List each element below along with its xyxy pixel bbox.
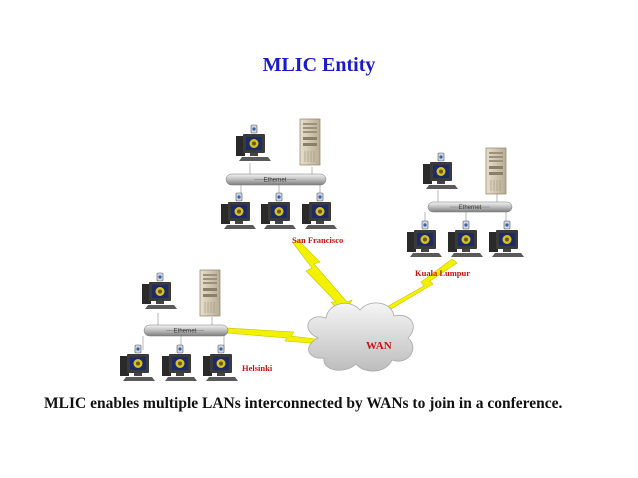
workstation-icon bbox=[260, 192, 297, 230]
city-label-san-francisco: San Francisco bbox=[292, 235, 343, 245]
lan-helsinki: Ethernet Helsinki bbox=[119, 269, 273, 382]
workstation-icon bbox=[235, 124, 272, 162]
workstation-icon bbox=[488, 220, 525, 258]
wan-cloud: WAN bbox=[307, 302, 414, 372]
wan-label: WAN bbox=[366, 340, 392, 352]
server-icon bbox=[485, 147, 507, 195]
caption-text: MLIC enables multiple LANs interconnecte… bbox=[44, 395, 563, 412]
city-label-kuala-lumpur: Kuala Lumpur bbox=[415, 268, 470, 278]
workstation-icon bbox=[447, 220, 484, 258]
page-title: MLIC Entity bbox=[262, 54, 376, 76]
server-icon bbox=[199, 269, 221, 317]
workstation-icon bbox=[202, 344, 239, 382]
workstation-icon bbox=[141, 272, 178, 310]
lan-kuala-lumpur: Ethernet Kuala Lumpur bbox=[406, 147, 525, 278]
ethernet-label: Ethernet bbox=[459, 205, 482, 211]
ethernet-label: Ethernet bbox=[264, 178, 287, 184]
workstation-icon bbox=[119, 344, 156, 382]
workstation-icon bbox=[406, 220, 443, 258]
workstation-icon bbox=[220, 192, 257, 230]
lan-san-francisco: Ethernet San Francisco bbox=[220, 118, 343, 245]
workstation-icon bbox=[161, 344, 198, 382]
ethernet-label: Ethernet bbox=[174, 329, 197, 335]
city-label-helsinki: Helsinki bbox=[242, 363, 273, 373]
server-icon bbox=[299, 118, 321, 166]
workstation-icon bbox=[422, 152, 459, 190]
workstation-icon bbox=[301, 192, 338, 230]
